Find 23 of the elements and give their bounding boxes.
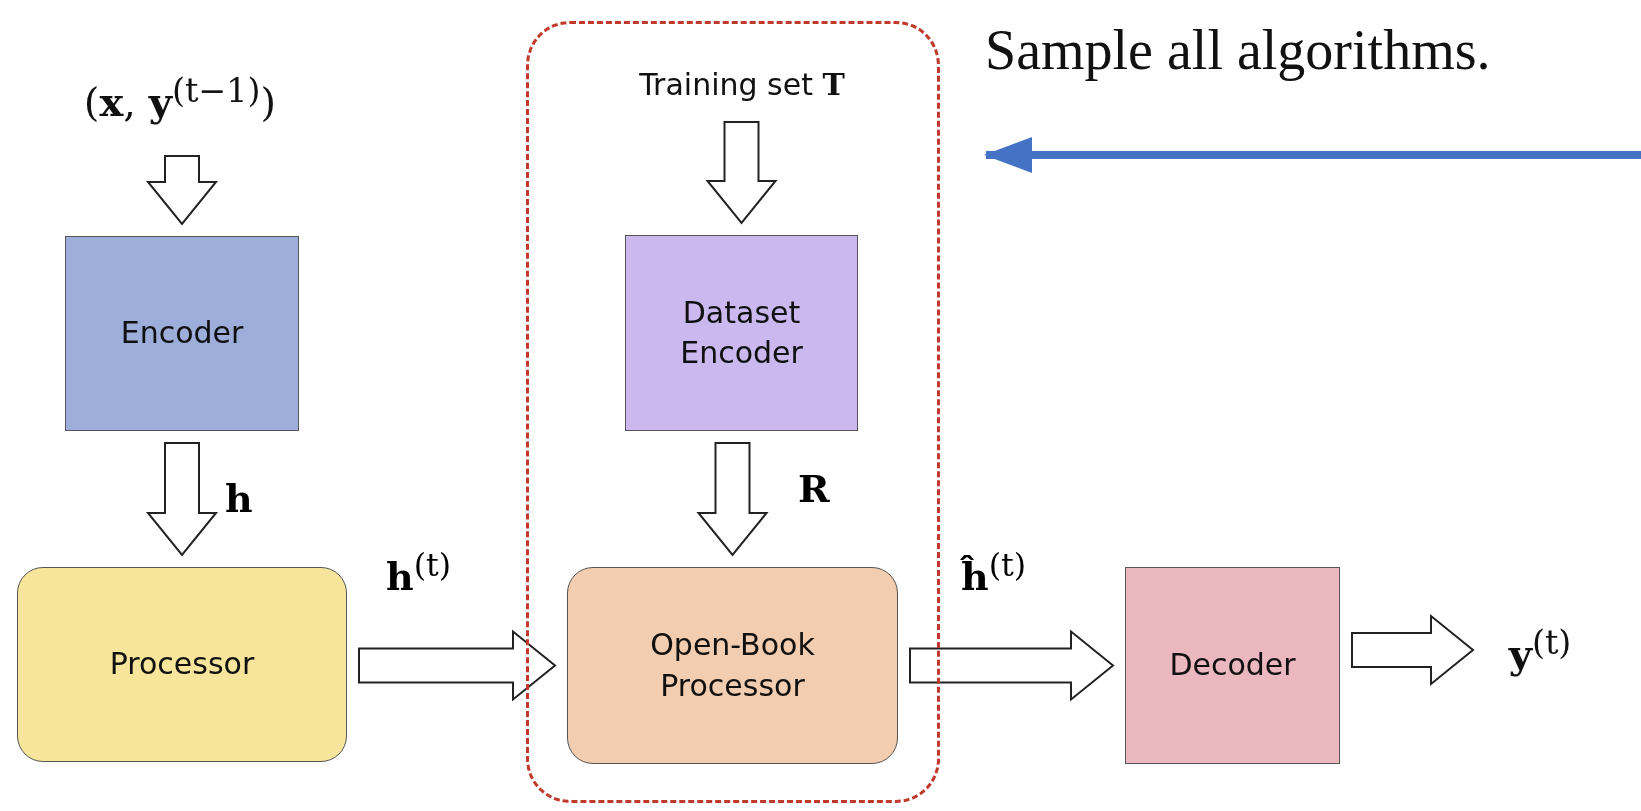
block-arrow bbox=[1351, 613, 1475, 687]
input-label: Training set T bbox=[587, 58, 897, 110]
block-arrow bbox=[909, 629, 1115, 702]
box-label: Dataset Encoder bbox=[679, 293, 804, 372]
box-label: Processor bbox=[109, 645, 255, 684]
box-label: Encoder bbox=[120, 314, 244, 353]
encoder-box bbox=[65, 236, 299, 431]
block-arrow bbox=[696, 442, 769, 557]
processor-box bbox=[17, 567, 347, 762]
box-label: Decoder bbox=[1169, 646, 1296, 685]
output-expression: y$^{(t)}$ bbox=[1485, 612, 1595, 688]
box-label: Open-Book Processor bbox=[649, 626, 816, 705]
input-expression: (x, y$^{(t−1)}$) bbox=[40, 52, 320, 144]
block-arrow bbox=[358, 629, 557, 702]
block-arrow bbox=[145, 442, 219, 557]
arrow bbox=[984, 137, 1641, 173]
decoder-box bbox=[1125, 567, 1340, 764]
processor-box bbox=[567, 567, 898, 764]
dashed-group-frame bbox=[526, 21, 940, 803]
note-text: Sample all algorithms. bbox=[985, 18, 1491, 82]
encoder-box bbox=[625, 235, 858, 431]
block-arrow bbox=[145, 155, 219, 226]
block-arrow bbox=[705, 121, 778, 225]
